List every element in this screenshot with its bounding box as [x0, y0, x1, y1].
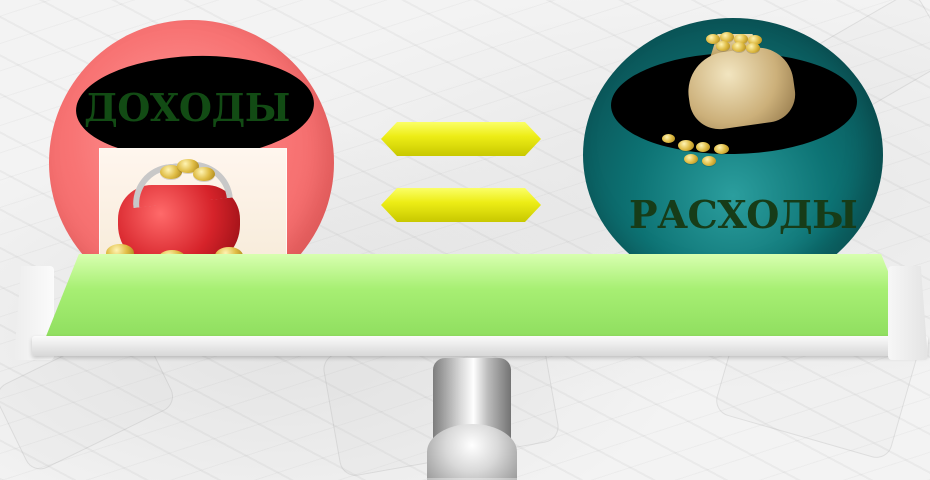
coin — [702, 156, 716, 166]
coin — [746, 43, 760, 53]
coin — [696, 142, 710, 152]
coin — [732, 42, 746, 52]
coin — [662, 134, 675, 143]
balance-beam — [14, 254, 928, 360]
balance-beam-top — [44, 254, 916, 346]
coin — [684, 154, 698, 164]
coin — [193, 167, 215, 181]
expense-sphere — [583, 18, 883, 292]
balance-beam-front — [32, 336, 928, 356]
balance-pillar-cap — [427, 424, 517, 480]
balance-pillar — [433, 358, 511, 480]
equals-bottom-bar — [381, 188, 541, 222]
balance-beam-right-edge — [888, 266, 928, 360]
money-bag-body — [683, 43, 799, 133]
money-bag-icon — [680, 30, 803, 136]
equals-top-bar — [381, 122, 541, 156]
expense-label: РАСХОДЫ — [629, 196, 857, 234]
coin — [678, 140, 694, 151]
coin — [714, 144, 729, 154]
income-label: ДОХОДЫ — [84, 89, 290, 127]
coin — [716, 41, 730, 51]
